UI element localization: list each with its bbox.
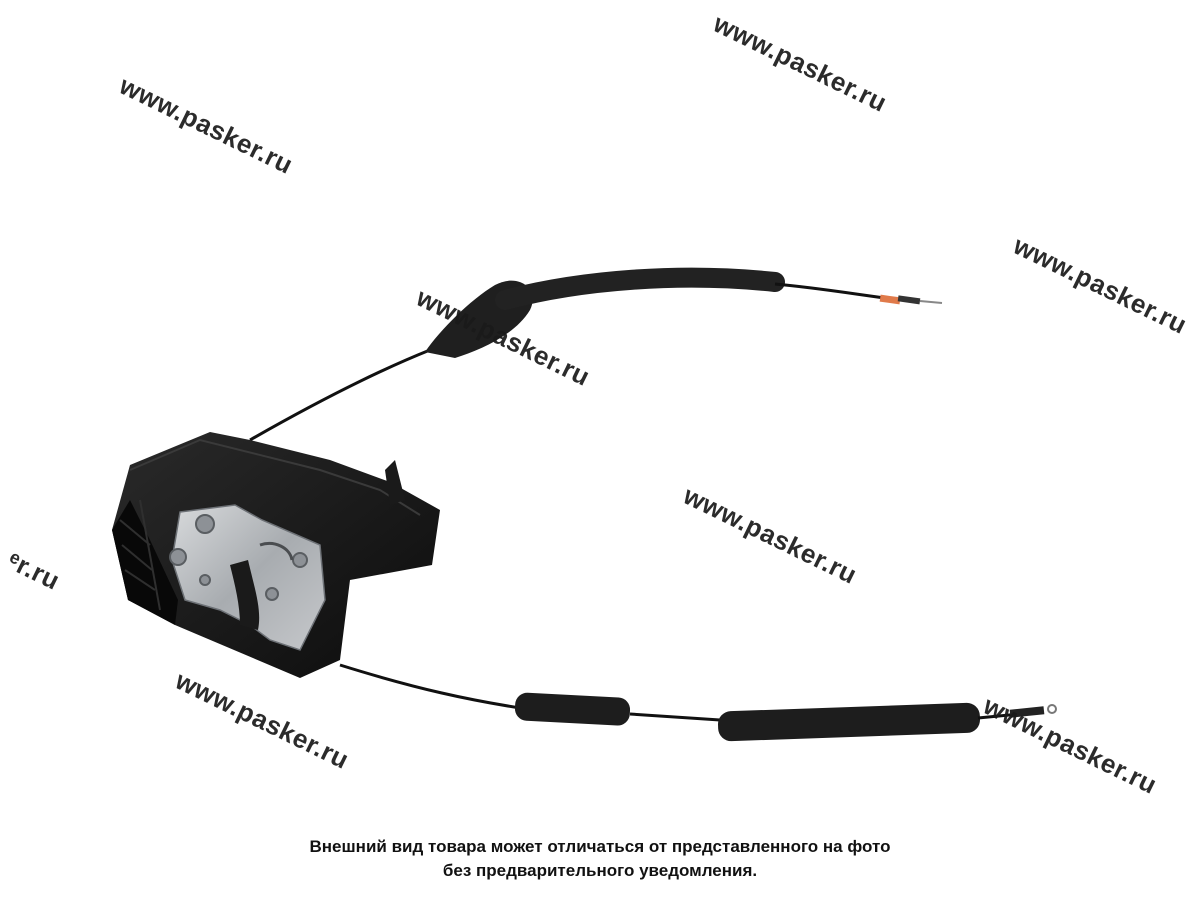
- disclaimer-line-2: без предварительного уведомления.: [442, 861, 758, 880]
- housing-bracket: [385, 460, 405, 505]
- upper-cable-tip: [879, 294, 901, 305]
- lower-thin-cable: [339, 663, 521, 710]
- upper-foam-sleeve: [495, 267, 785, 310]
- latch-slot: [230, 560, 260, 630]
- lower-foam-sleeve-2: [718, 702, 980, 742]
- lower-foam-sleeve-1: [514, 692, 631, 726]
- disclaimer-line-1: Внешний вид товара может отличаться от п…: [309, 837, 891, 856]
- latch-bolt: [195, 514, 215, 534]
- disclaimer: Внешний вид товара может отличаться от п…: [0, 835, 1200, 883]
- upper-thin-cable: [249, 348, 431, 442]
